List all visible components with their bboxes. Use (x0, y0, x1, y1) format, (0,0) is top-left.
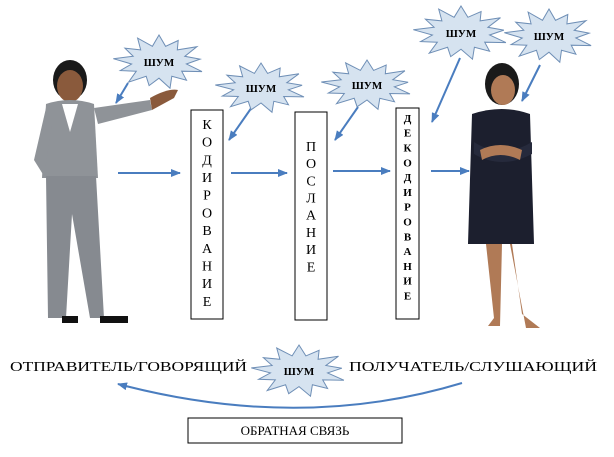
decoding-letter: Р (404, 202, 411, 214)
noise-burst-encoding: ШУМ (215, 62, 305, 114)
starburst-icon (504, 7, 592, 64)
noise-label: ШУМ (284, 366, 315, 378)
feedback-label: ОБРАТНАЯ СВЯЗЬ (241, 423, 350, 438)
stage-box-encoding (190, 109, 224, 320)
encoding-letter: Д (202, 153, 212, 168)
decoding-letter: И (403, 276, 412, 288)
noise-label: ШУМ (534, 31, 565, 43)
feedback-box (187, 417, 403, 444)
encoding-letter: Н (202, 260, 212, 275)
stage-box-decoding (395, 107, 420, 320)
stage-box-message (294, 111, 328, 321)
message-letter: О (306, 157, 316, 172)
message-letter: А (306, 209, 317, 224)
encoding-letter: Е (203, 295, 212, 310)
encoding-letter: О (202, 206, 212, 221)
noise-arrow-message (334, 106, 359, 141)
sender-figure (34, 60, 178, 323)
noise-burst-message: ШУМ (321, 59, 411, 111)
noise-arrow-decoding (431, 57, 461, 123)
message-letter: С (306, 174, 315, 189)
noise-burst-feedback: ШУМ (251, 344, 345, 398)
decoding-letter: В (404, 231, 412, 243)
encoding-letter: А (202, 242, 213, 257)
message-letter: Л (306, 192, 316, 207)
message-letter: И (306, 243, 316, 258)
decoding-letter: И (403, 187, 412, 199)
encoding-letter: Р (203, 189, 211, 204)
decoding-letter: О (403, 157, 412, 169)
receiver-figure (468, 63, 540, 328)
noise-label: ШУМ (446, 28, 477, 40)
encoding-letter: И (202, 171, 212, 186)
encoding-letter: К (202, 118, 212, 133)
starburst-icon (251, 344, 345, 398)
decoding-letter: К (404, 142, 412, 154)
decoding-letter: Д (404, 172, 412, 184)
decoding-letter: Д (404, 113, 412, 125)
starburst-icon (113, 34, 203, 90)
decoding-letter: Н (403, 261, 412, 273)
starburst-icon (215, 62, 305, 114)
starburst-icon (413, 5, 507, 61)
decoding-letter: Е (404, 290, 411, 302)
noise-burst-sender: ШУМ (113, 34, 203, 90)
noise-label: ШУМ (144, 57, 175, 69)
noise-burst-receiver: ШУМ (504, 7, 592, 64)
feedback-arrow (117, 382, 463, 409)
noise-burst-decoding: ШУМ (413, 5, 507, 61)
starburst-icon (321, 59, 411, 111)
noise-label: ШУМ (246, 83, 277, 95)
noise-arrow-encoding (228, 106, 253, 141)
flow-arrows (118, 167, 470, 177)
sender-label: ОТПРАВИТЕЛЬ/ГОВОРЯЩИЙ (10, 358, 247, 375)
decoding-letter: А (404, 246, 412, 258)
message-letter: Н (306, 226, 316, 241)
decoding-letter: Е (404, 128, 411, 140)
noise-label: ШУМ (352, 80, 383, 92)
noise-arrow-sender (115, 82, 129, 104)
noise-arrows (115, 57, 541, 141)
noise-arrow-receiver (521, 64, 541, 102)
encoding-letter: В (202, 224, 211, 239)
message-letter: П (306, 140, 316, 155)
receiver-label: ПОЛУЧАТЕЛЬ/СЛУШАЮЩИЙ (349, 358, 597, 375)
message-letter: Е (307, 260, 316, 275)
encoding-letter: И (202, 277, 212, 292)
decoding-letter: О (403, 216, 412, 228)
encoding-letter: О (202, 136, 212, 151)
